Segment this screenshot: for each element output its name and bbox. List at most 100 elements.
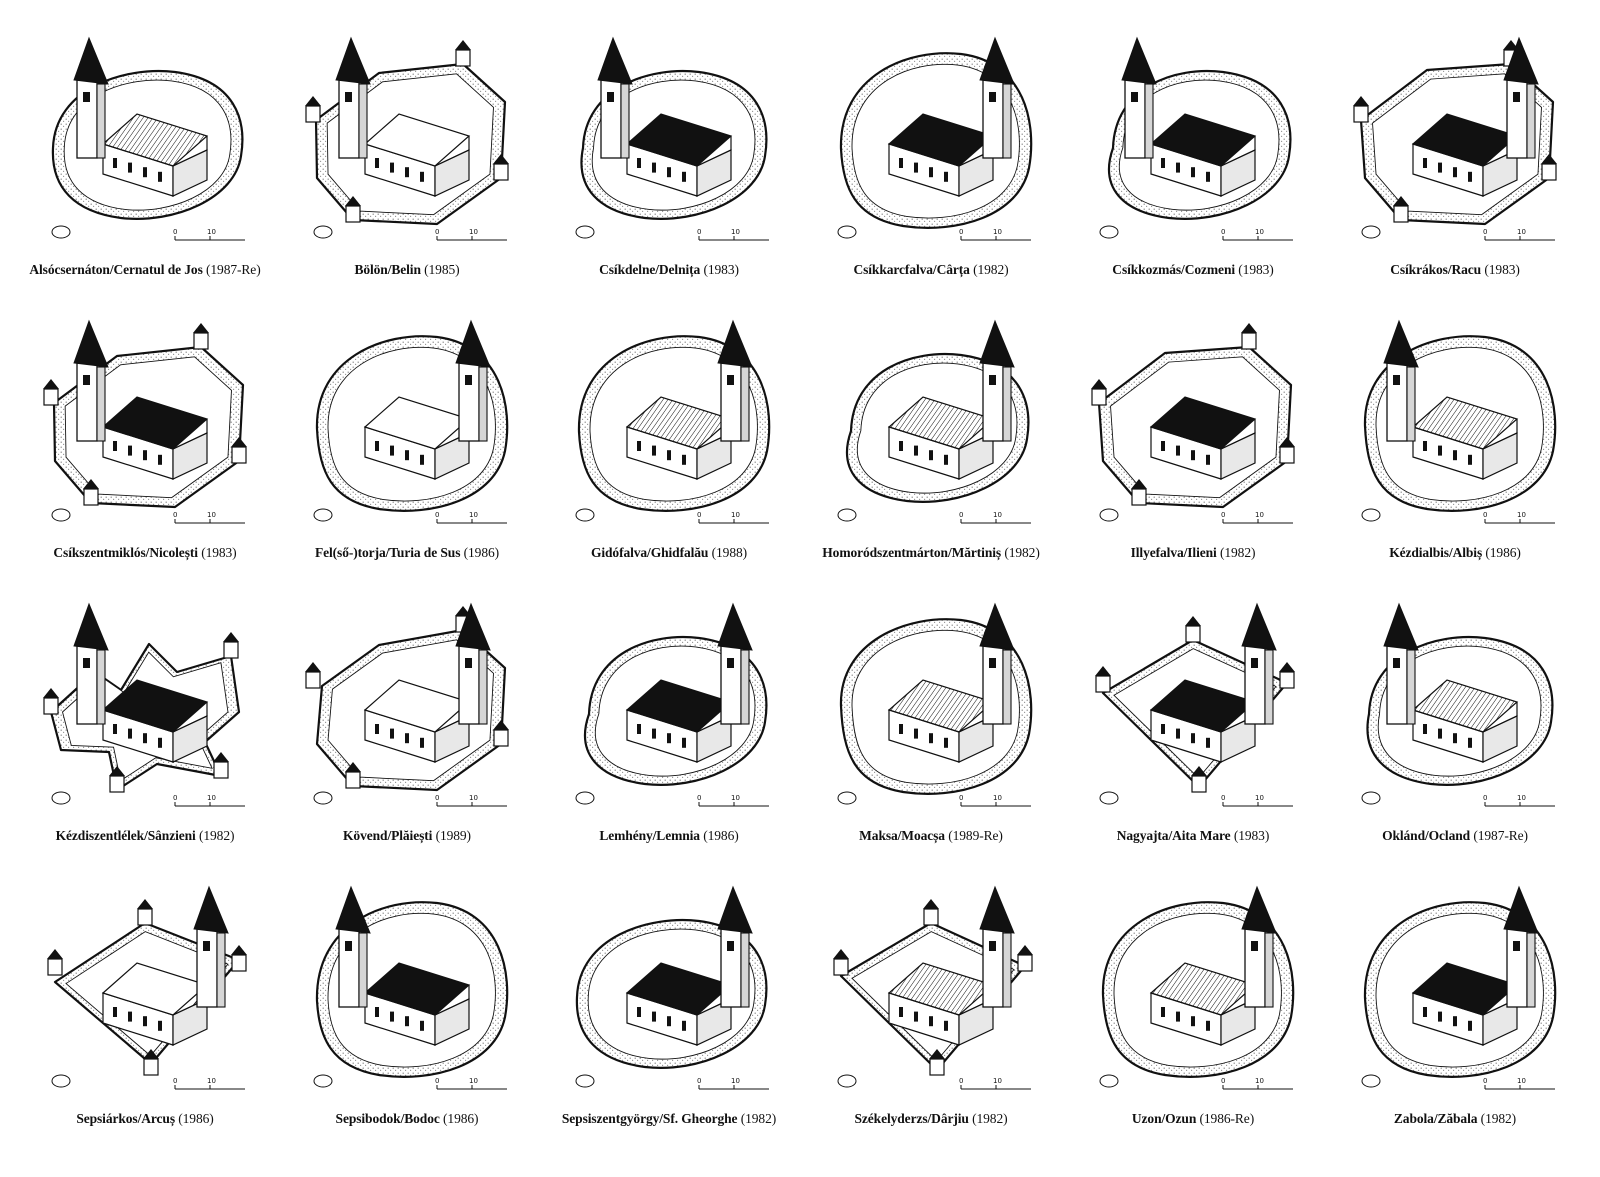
nave-window [944, 454, 948, 465]
artist-monogram [51, 1074, 71, 1088]
church-drawing: 0 10 [1073, 877, 1313, 1105]
church-caption: Kézdialbis/Albiș (1986) [1389, 545, 1521, 561]
church-year: (1983) [1484, 262, 1520, 277]
nave-window [899, 158, 903, 168]
church-name: Zabola/Zăbala [1393, 1111, 1478, 1126]
belfry-opening [989, 375, 996, 385]
bastion-roof [1095, 666, 1111, 676]
nave-window [158, 171, 162, 182]
scale-label: 0 [697, 511, 701, 519]
bastion-tower [231, 954, 247, 972]
belfry-opening [83, 658, 90, 668]
church-name: Fel(ső-)torja/Turia de Sus [314, 545, 461, 560]
tower-spire [979, 36, 1015, 85]
scale-label: 10 [731, 794, 740, 802]
bastion-tower [1279, 446, 1295, 464]
bastion-roof [305, 96, 321, 106]
bastion-tower [1541, 163, 1557, 181]
nave-window [682, 171, 686, 182]
church-caption: Bölön/Belin (1985) [354, 262, 459, 278]
church-year: (1982) [1480, 1111, 1517, 1126]
bell-tower [720, 362, 742, 442]
tower-spire [1241, 885, 1277, 934]
bastion-roof [493, 720, 509, 730]
church-name: Székelyderzs/Dârjiu [854, 1111, 969, 1126]
bell-tower [600, 79, 622, 159]
church-year: (1983) [1238, 262, 1274, 277]
scale-label: 0 [1221, 511, 1225, 519]
church-caption: Csíkkarcfalva/Cârța (1982) [853, 262, 1008, 278]
nave-window [113, 724, 117, 734]
scale-label: 0 [1221, 1077, 1225, 1085]
nave-window [375, 724, 379, 734]
scale-label: 10 [1517, 511, 1526, 519]
nave-window [143, 167, 147, 178]
belfry-opening [1131, 92, 1138, 102]
church-name: Maksa/Moacșa [859, 828, 945, 843]
nave-window [113, 158, 117, 168]
bastion-roof [1279, 662, 1295, 672]
bastion-tower [1017, 954, 1033, 972]
church-year: (1986-Re) [1199, 1111, 1255, 1126]
church-caption: Csíkkozmás/Cozmeni (1983) [1112, 262, 1273, 278]
bastion-roof [109, 766, 125, 776]
scale-label: 10 [993, 228, 1002, 236]
nave-window [1468, 454, 1472, 465]
scale-label: 10 [1255, 1077, 1264, 1085]
belfry-opening [989, 658, 996, 668]
nave-window [929, 1016, 933, 1027]
nave-window [1438, 445, 1442, 456]
scale-label: 10 [731, 511, 740, 519]
belfry-opening [1251, 658, 1258, 668]
belfry-opening [1513, 92, 1520, 102]
nave-window [113, 1007, 117, 1017]
scale-label: 10 [1517, 228, 1526, 236]
church-name: Bölön/Belin [354, 262, 421, 277]
bell-tower [1124, 79, 1146, 159]
nave-window [128, 1011, 132, 1022]
artist-monogram [313, 508, 333, 522]
nave-window [667, 1016, 671, 1027]
bell-tower [720, 928, 742, 1008]
bell-tower [982, 928, 1004, 1008]
nave-window [420, 737, 424, 748]
nave-window [652, 445, 656, 456]
scale-label: 10 [469, 1077, 478, 1085]
bastion-tower [455, 49, 471, 67]
artist-monogram [575, 791, 595, 805]
nave-window [1453, 450, 1457, 461]
artist-monogram [1099, 508, 1119, 522]
nave-window [682, 1020, 686, 1031]
bastion-roof [1393, 196, 1409, 206]
church-year: (1982) [740, 1111, 777, 1126]
tower-spire [455, 319, 491, 368]
bastion-tower [109, 775, 125, 793]
bastion-roof [143, 1049, 159, 1059]
church-caption: Sepsiárkos/Arcuș (1986) [76, 1111, 213, 1127]
church-caption: Alsócsernáton/Cernatul de Jos (1987-Re) [29, 262, 260, 278]
scale-label: 10 [207, 794, 216, 802]
nave-window [375, 158, 379, 168]
church-year: (1983) [1233, 828, 1270, 843]
nave-window [1176, 162, 1180, 173]
bell-tower [1244, 928, 1266, 1008]
bell-tower [338, 79, 360, 159]
bell-tower [1386, 645, 1408, 725]
church-caption: Lemhény/Lemnia (1986) [599, 828, 738, 844]
bastion-tower [493, 163, 509, 181]
tower-spire [455, 602, 491, 651]
bell-tower [982, 362, 1004, 442]
